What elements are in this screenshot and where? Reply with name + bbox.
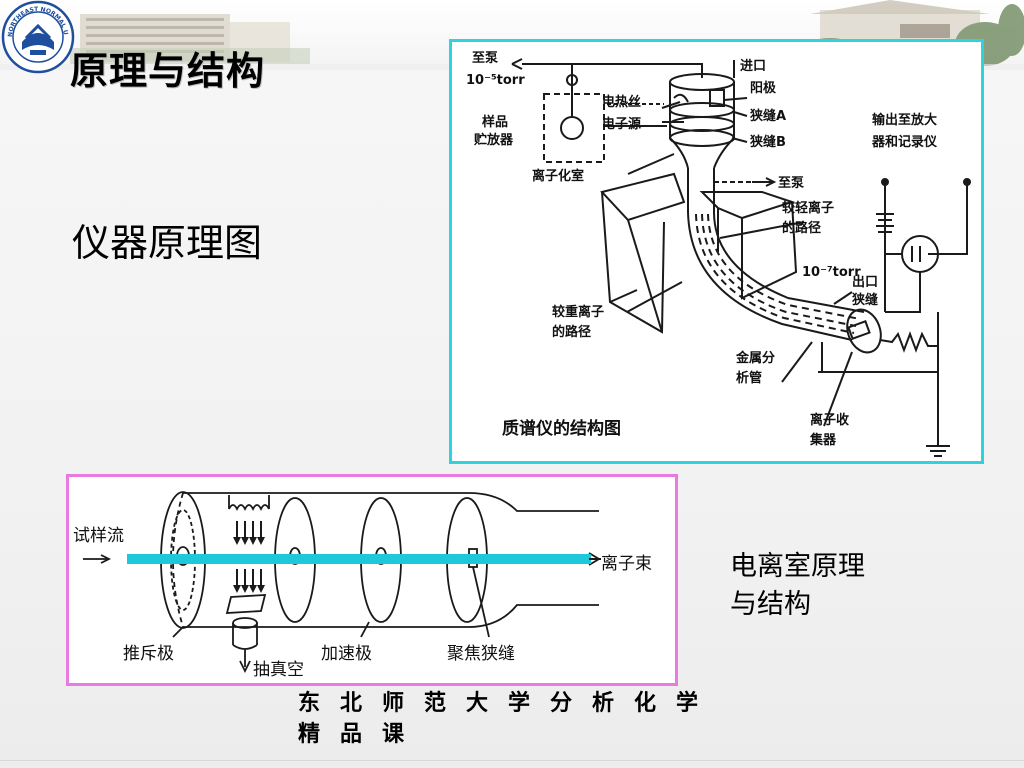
label-ionization-chamber: 离子化室 (532, 168, 584, 184)
label-tube-2: 析管 (736, 370, 762, 386)
label-sample-reservoir-2: 贮放器 (473, 132, 514, 148)
label-to-pump-mid: 至泵 (778, 176, 804, 191)
course-footer: 东北师范大学分析化学 精品课 (298, 688, 818, 750)
label-electron-source: 电子源 (602, 116, 641, 132)
label-collector-1: 离子收 (810, 412, 850, 428)
label-ion-beam: 离子束 (601, 554, 652, 574)
label-tube-1: 金属分 (735, 350, 775, 366)
label-pressure-mid: 10⁻⁷torr (802, 265, 861, 280)
label-anode: 阳极 (750, 80, 777, 96)
label-inlet: 进口 (740, 59, 766, 74)
bottom-divider (0, 760, 1024, 761)
label-slit-b: 狭缝B (749, 134, 786, 150)
campus-building-left (70, 14, 310, 64)
label-repeller: 推斥极 (123, 644, 174, 664)
ion-beam (127, 554, 591, 564)
label-heavy-ions-1: 较重离子 (552, 304, 604, 320)
mass-spectrometer-drawing: 至泵 10⁻⁵torr 进口 样品 贮放器 电热丝 电子源 阳极 狭缝A 狭缝B… (466, 51, 971, 457)
footer-line-1: 东北师范大学分析化学 (298, 690, 719, 716)
ion-source-drawing: 试样流 离子束 推斥极 抽真空 加速极 聚焦狭缝 (73, 491, 652, 680)
diagram-heading: 仪器原理图 (72, 221, 263, 265)
page-title: 原理与结构 (70, 48, 266, 93)
label-to-pump-top: 至泵 (472, 51, 498, 66)
footer-line-2: 精品课 (298, 721, 425, 747)
ion-source-figure: 试样流 离子束 推斥极 抽真空 加速极 聚焦狭缝 (66, 474, 678, 686)
label-sample-reservoir-1: 样品 (482, 114, 508, 130)
label-output-1: 输出至放大 (872, 112, 937, 128)
caption-line-1: 电离室原理 (730, 551, 865, 582)
label-light-ions-2: 的路径 (782, 220, 821, 236)
label-light-ions-1: 较轻离子 (782, 200, 834, 216)
label-pressure-top: 10⁻⁵torr (466, 73, 525, 88)
figure-caption: 质谱仪的结构图 (502, 418, 621, 439)
label-focus-slit: 聚焦狭缝 (447, 644, 515, 664)
label-slit-a: 狭缝A (749, 108, 786, 124)
label-filament: 电热丝 (602, 94, 641, 110)
label-heavy-ions-2: 的路径 (552, 324, 591, 340)
label-exit-1: 出口 (852, 274, 878, 290)
label-accelerator: 加速极 (321, 644, 372, 664)
label-vacuum: 抽真空 (253, 660, 304, 680)
ion-source-caption: 电离室原理 与结构 (730, 548, 930, 624)
label-collector-2: 集器 (809, 432, 837, 448)
university-seal-icon: NORTHEAST NORMAL UNIVERSITY (0, 0, 75, 74)
label-output-2: 器和记录仪 (871, 134, 938, 150)
label-exit-2: 狭缝 (851, 292, 878, 308)
caption-line-2: 与结构 (730, 589, 811, 620)
mass-spectrometer-figure: 至泵 10⁻⁵torr 进口 样品 贮放器 电热丝 电子源 阳极 狭缝A 狭缝B… (449, 39, 984, 464)
label-sample-flow: 试样流 (73, 526, 124, 546)
